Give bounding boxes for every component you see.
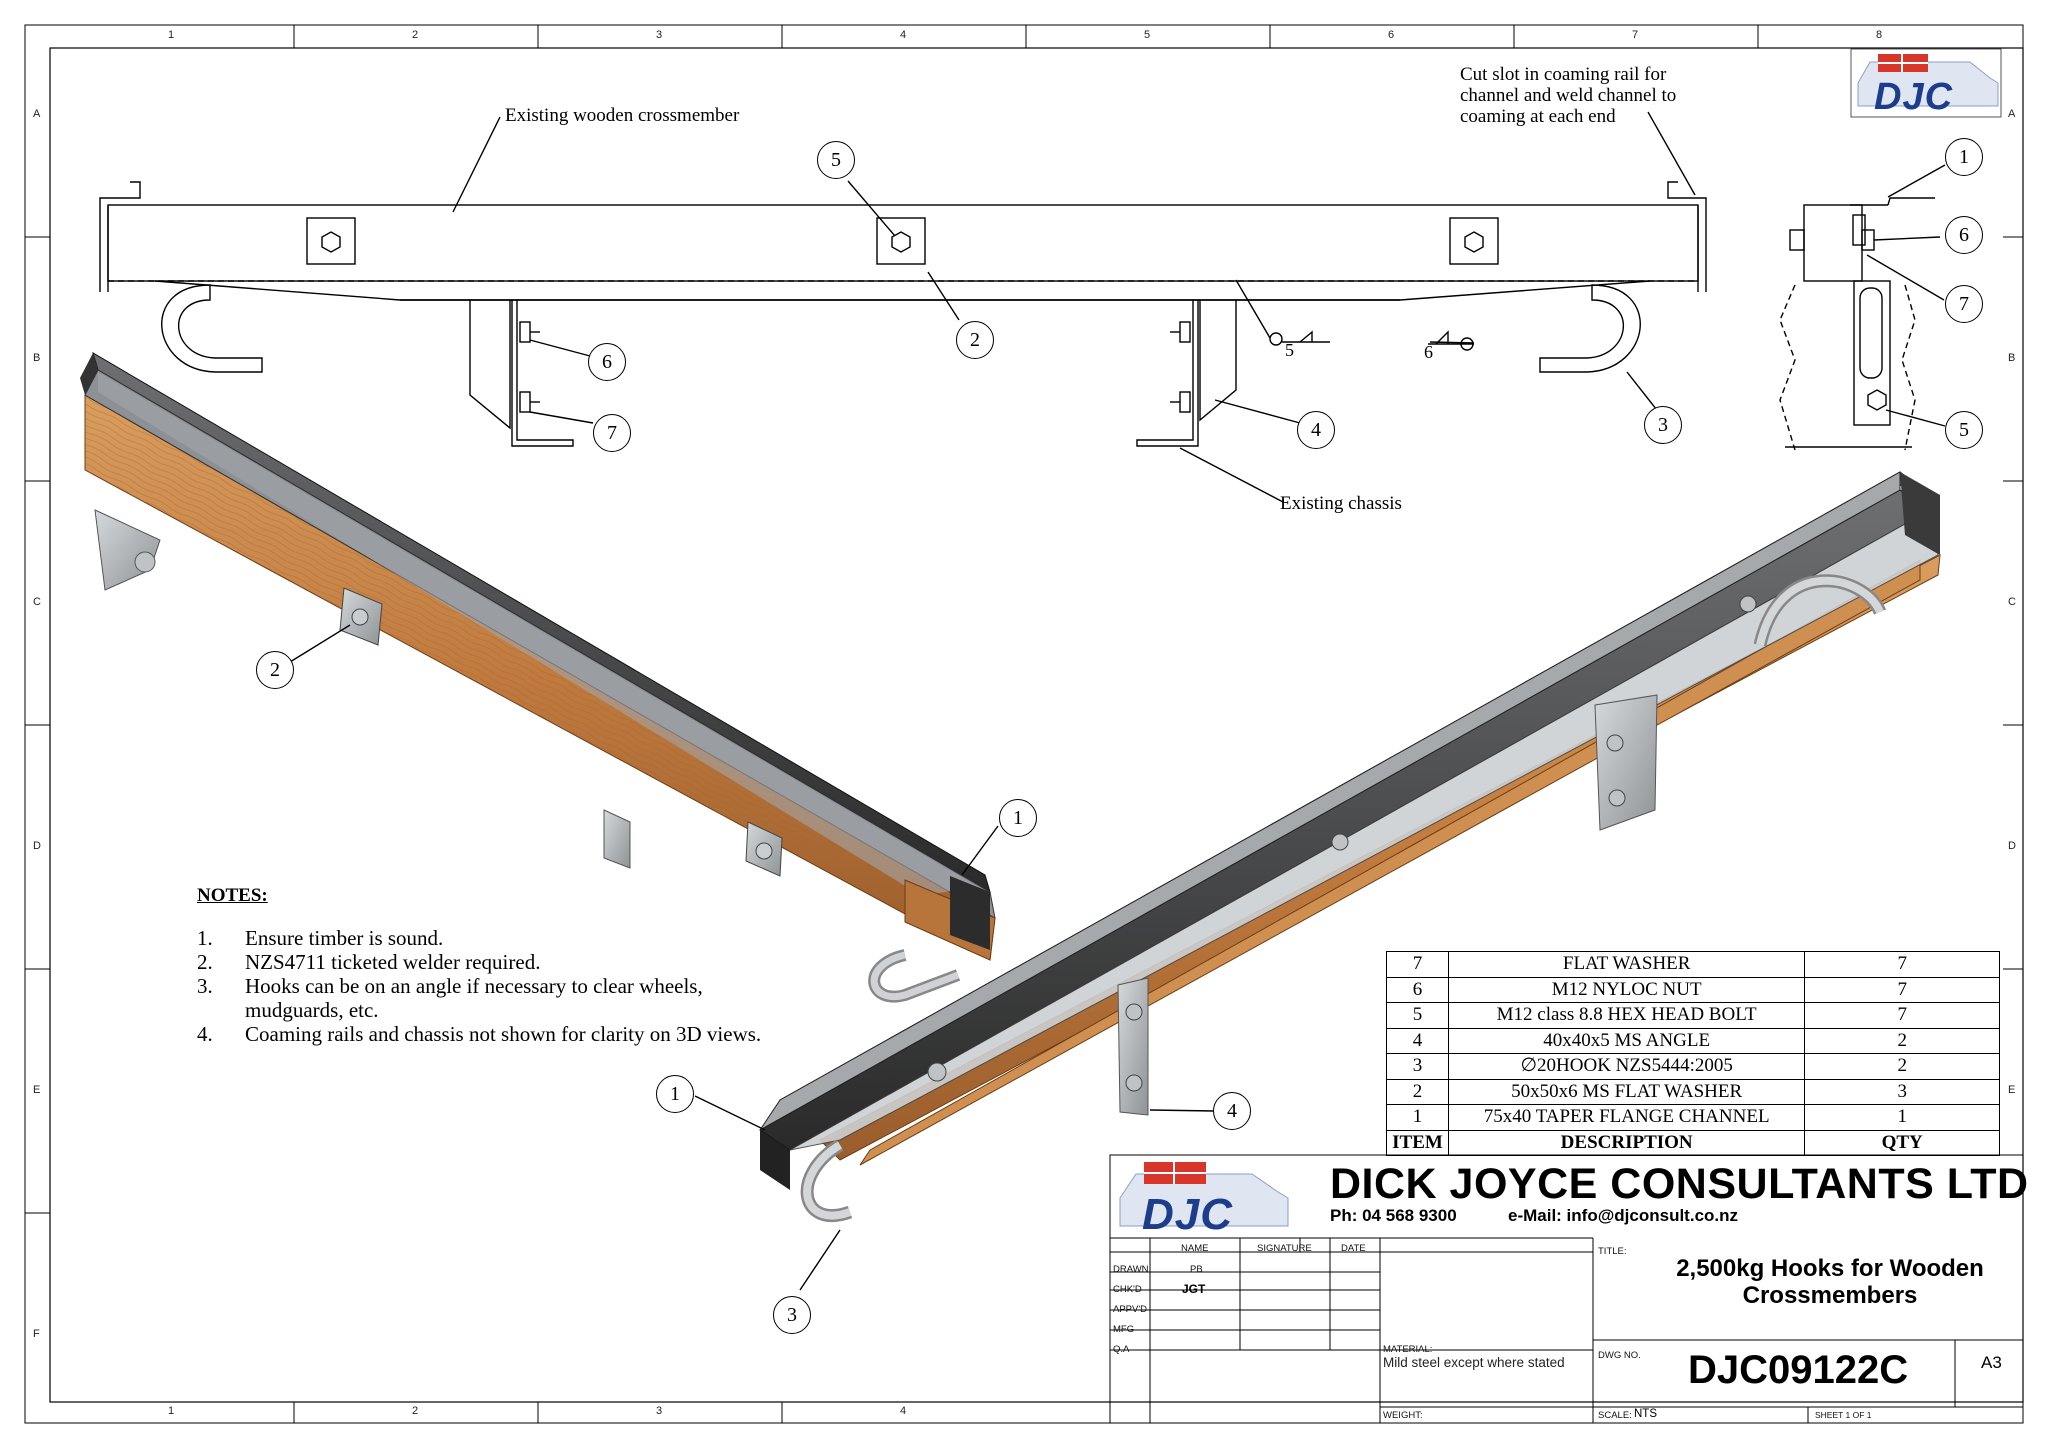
note-item: 3.Hooks can be on an angle if necessary … [197, 974, 703, 1022]
row-label-drawn: DRAWN [1113, 1264, 1149, 1275]
material-value: Mild steel except where stated [1383, 1355, 1565, 1370]
scale-label: SCALE: [1598, 1410, 1632, 1421]
note-item: 2.NZS4711 ticketed welder required. [197, 950, 541, 974]
zone-col-label: 5 [1144, 29, 1151, 41]
drawn-by-name: PB [1190, 1264, 1203, 1275]
callout-balloon: 3 [773, 1296, 811, 1334]
zone-col-label: 4 [900, 29, 907, 41]
zone-col-label: 7 [1632, 29, 1639, 41]
callout-balloon: 4 [1213, 1092, 1251, 1130]
callout-balloon: 7 [1945, 285, 1983, 323]
zone-row-label: E [33, 1084, 41, 1096]
annotation-existing-chassis: Existing chassis [1280, 493, 1402, 514]
zone-col-label: 4 [900, 1405, 907, 1417]
callout-balloon: 3 [1644, 406, 1682, 444]
zone-col-label: 2 [412, 29, 419, 41]
notes-title: NOTES: [197, 885, 268, 906]
logo-text: DJC [1142, 1190, 1234, 1239]
callout-balloon: 2 [956, 321, 994, 359]
callout-balloon: 1 [1945, 138, 1983, 176]
material-label: MATERIAL: [1383, 1344, 1433, 1355]
callout-balloon: 1 [656, 1075, 694, 1113]
note-item: 1.Ensure timber is sound. [197, 926, 444, 950]
zone-row-label: B [2008, 352, 2016, 364]
company-name: DICK JOYCE CONSULTANTS LTD [1330, 1160, 2029, 1208]
annotation-wooden-crossmember: Existing wooden crossmember [505, 105, 740, 126]
note-item: 4.Coaming rails and chassis not shown fo… [197, 1022, 762, 1046]
company-phone: Ph: 04 568 9300 [1330, 1206, 1457, 1225]
zone-row-label: D [2008, 840, 2016, 852]
weld-symbol-size: 5 [1285, 340, 1294, 360]
scale-value: NTS [1634, 1408, 1657, 1420]
zone-row-label: F [33, 1328, 40, 1340]
zone-col-label: 1 [168, 1405, 175, 1417]
notes-block: NOTES: 1.Ensure timber is sound. 2.NZS47… [197, 884, 805, 1046]
zone-row-label: B [33, 352, 41, 364]
row-label-approved: APPV'D [1113, 1304, 1148, 1315]
front-elevation-view [99, 111, 1707, 503]
callout-balloon: 7 [593, 414, 631, 452]
company-logo-top: DJC [1850, 48, 2002, 118]
zone-row-label: E [2008, 1084, 2016, 1096]
column-header-signature: SIGNATURE [1257, 1243, 1312, 1254]
row-label-mfg: MFG [1113, 1324, 1135, 1335]
sheet-number: SHEET 1 OF 1 [1815, 1410, 1872, 1420]
company-logo: DJC [1112, 1158, 1292, 1239]
zone-row-label: A [2008, 108, 2016, 120]
row-label-checked: CHK'D [1113, 1284, 1142, 1295]
zone-col-label: 3 [656, 1405, 663, 1417]
callout-balloon: 5 [1945, 411, 1983, 449]
iso-view-right [694, 471, 1941, 1291]
zone-col-label: 1 [168, 29, 175, 41]
callout-balloon: 1 [999, 799, 1037, 837]
zone-row-label: A [33, 108, 41, 120]
callout-balloon: 6 [588, 343, 626, 381]
drawing-number-label: DWG NO. [1598, 1350, 1641, 1361]
drawing-number: DJC09122C [1688, 1348, 1909, 1392]
zone-col-label: 2 [412, 1405, 419, 1417]
callout-balloon: 6 [1945, 216, 1983, 254]
iso-view-left [80, 351, 999, 1003]
title-block-grid [1109, 1154, 2024, 1424]
zone-row-label: C [33, 596, 41, 608]
side-section-view [1779, 164, 1946, 451]
weld-symbol-size: 6 [1424, 342, 1433, 362]
zone-col-label: 8 [1876, 29, 1883, 41]
weight-label: WEIGHT: [1383, 1410, 1423, 1421]
column-header-name: NAME [1181, 1243, 1209, 1254]
callout-balloon: 2 [256, 651, 294, 689]
drawing-title: 2,500kg Hooks for Wooden Crossmembers [1676, 1255, 1984, 1309]
zone-ticks [25, 25, 2023, 1423]
zone-col-label: 3 [656, 29, 663, 41]
company-email: e-Mail: info@djconsult.co.nz [1508, 1206, 1739, 1225]
title-label: TITLE: [1598, 1246, 1627, 1257]
row-label-qa: Q.A [1113, 1344, 1130, 1355]
sheet-size: A3 [1981, 1353, 2002, 1372]
callout-balloon: 4 [1297, 411, 1335, 449]
checked-by-name: JGT [1182, 1282, 1206, 1296]
zone-row-label: C [2008, 596, 2016, 608]
column-header-date: DATE [1341, 1243, 1366, 1254]
zone-col-label: 6 [1388, 29, 1395, 41]
logo-text: DJC [1874, 76, 1954, 118]
callout-balloon: 5 [817, 141, 855, 179]
zone-row-label: D [33, 840, 41, 852]
annotation-cut-slot: Cut slot in coaming rail for channel and… [1460, 64, 1677, 127]
